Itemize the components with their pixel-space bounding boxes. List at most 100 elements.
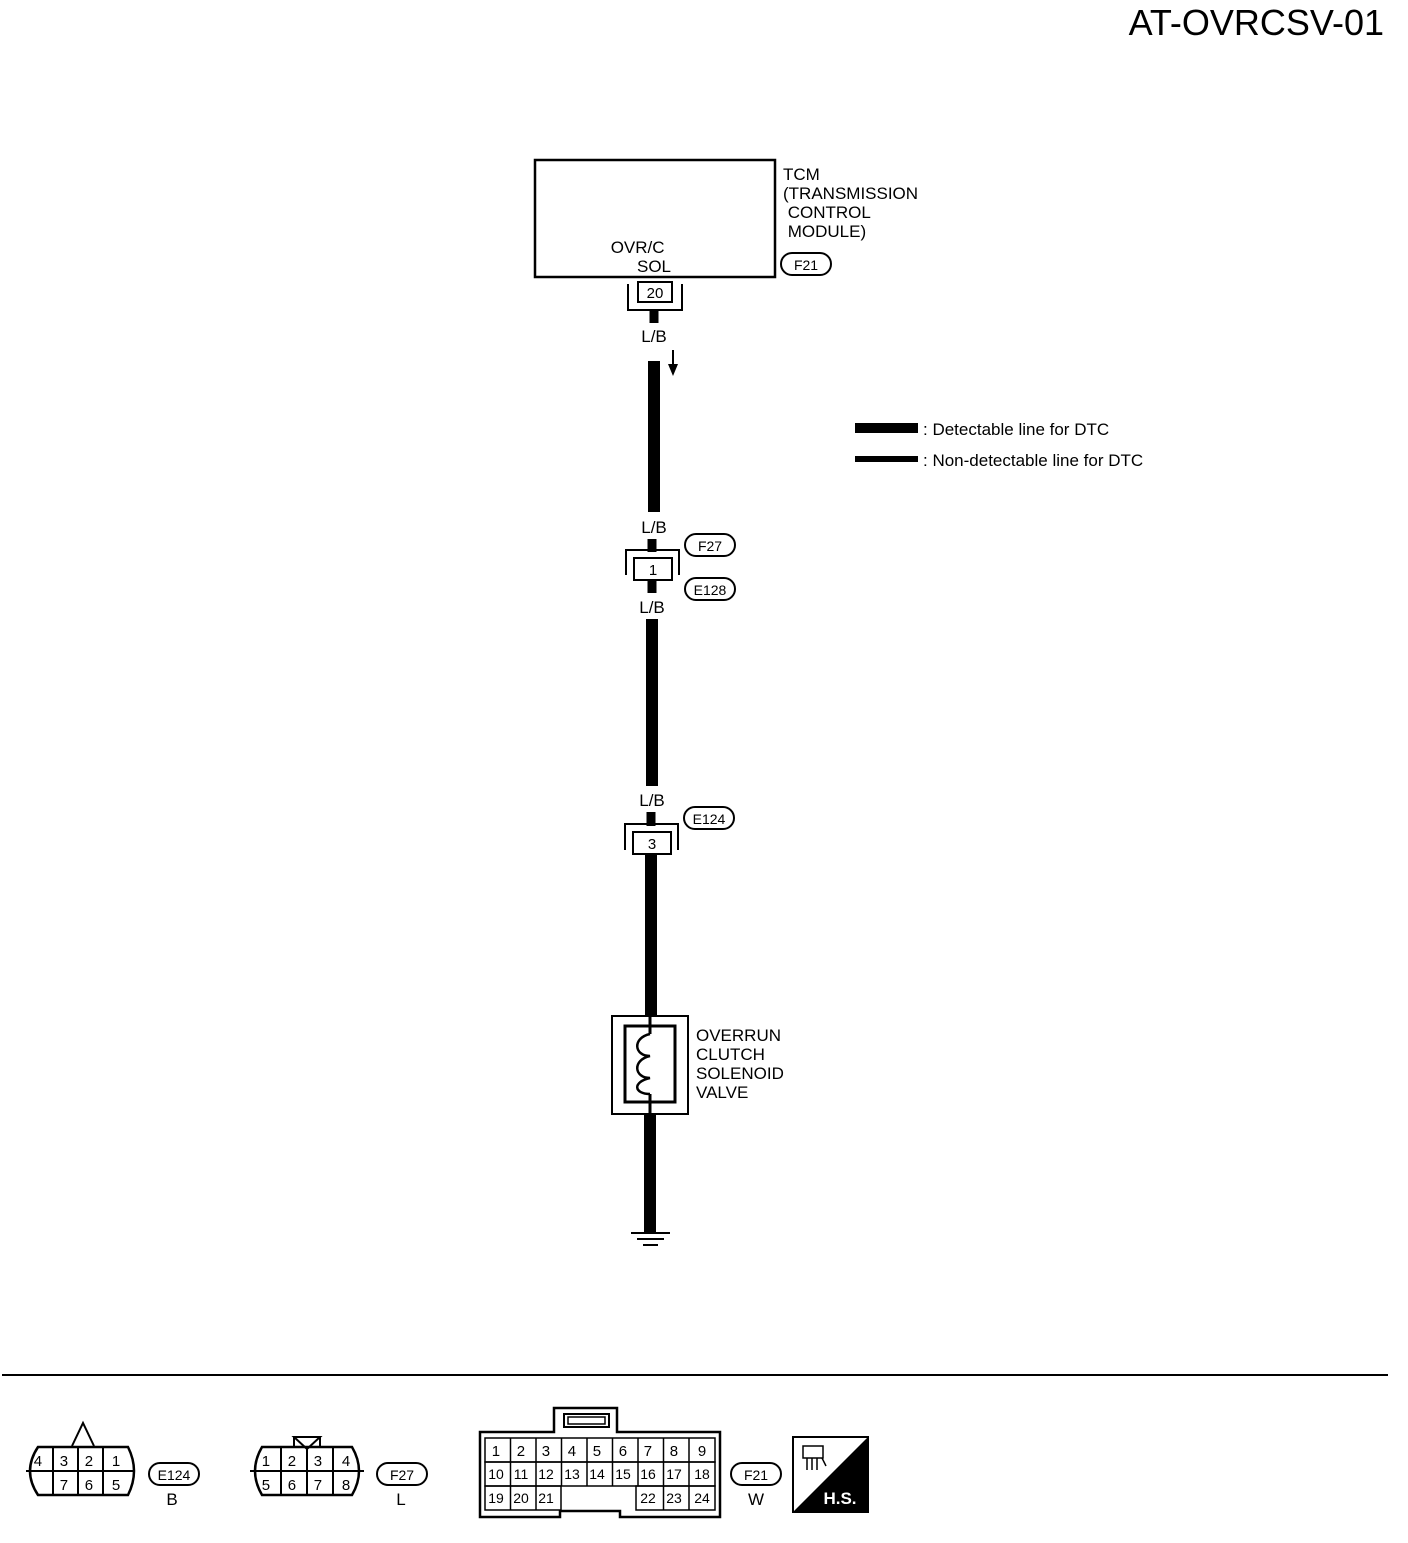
tcm-connector-id: F21: [794, 257, 818, 273]
e124-view-color: B: [166, 1490, 177, 1509]
f21-pin: 14: [589, 1466, 605, 1482]
f21-pin: 24: [694, 1490, 710, 1506]
hs-badge: H.S.: [792, 1436, 869, 1513]
solenoid-coil: [636, 1032, 651, 1096]
tcm-name-line-3: CONTROL: [783, 203, 870, 222]
joint-lower-badge: [684, 577, 736, 601]
e124-pin: 6: [85, 1477, 93, 1494]
solenoid-name-line-2: CLUTCH: [696, 1045, 765, 1064]
f21-pin: 20: [513, 1490, 529, 1506]
tcm-terminal-line-1: OVR/C: [611, 238, 665, 257]
e124-pin: 1: [112, 1453, 120, 1470]
solenoid-name: OVERRUN CLUTCH SOLENOID VALVE: [696, 1026, 789, 1102]
wire-color-label-3: L/B: [639, 598, 665, 617]
f27-pin: 7: [314, 1477, 322, 1494]
tcm-name-line-2: (TRANSMISSION: [783, 184, 918, 203]
e124-bottom-pins: 7 6 5: [60, 1477, 120, 1494]
solenoid-inner-box: [623, 1024, 677, 1104]
tcm-terminal-line-2: SOL: [637, 257, 671, 276]
solenoid-name-line-3: SOLENOID: [696, 1064, 784, 1083]
connector-harness-icon: [802, 1445, 827, 1470]
tcm-name-line-1: TCM: [783, 165, 820, 184]
joint-upper-id: F27: [698, 538, 722, 554]
f27-top-pins: 1 2 3 4: [262, 1453, 350, 1470]
e124-pin: 5: [112, 1477, 120, 1494]
f21-view-color: W: [748, 1490, 764, 1509]
f21-view-id: F21: [744, 1467, 768, 1483]
f21-pin: 1: [492, 1443, 500, 1460]
f27-pin: 4: [342, 1453, 350, 1470]
f27-pin: 2: [288, 1453, 296, 1470]
solenoid-connector-id: E124: [693, 811, 726, 827]
legend-detectable-swatch: [855, 423, 918, 433]
f27-pin: 3: [314, 1453, 322, 1470]
f27-pin: 6: [288, 1477, 296, 1494]
f27-pin: 8: [342, 1477, 350, 1494]
f21-row1: 1 2 3 4 5 6 7 8 9: [492, 1443, 706, 1460]
f21-pin: 2: [517, 1443, 525, 1460]
tcm-name-line-4: MODULE): [783, 222, 866, 241]
tcm-box: [533, 158, 777, 279]
solenoid-connector-bracket: [624, 823, 679, 850]
f27-view-id: F27: [390, 1467, 414, 1483]
tcm-name: TCM (TRANSMISSION CONTROL MODULE): [783, 165, 923, 241]
legend-detectable-text: : Detectable line for DTC: [923, 420, 1109, 439]
f27-bottom-pins: 5 6 7 8: [262, 1477, 350, 1494]
f21-row2: 10 11 12 13 14 15 16 17 18: [488, 1466, 710, 1482]
f21-pin: 10: [488, 1466, 504, 1482]
f27-pin: 5: [262, 1477, 270, 1494]
f21-pin: 22: [640, 1490, 656, 1506]
tcm-connector-badge: [780, 252, 832, 276]
f21-pin: 6: [619, 1443, 627, 1460]
f21-pin: 8: [670, 1443, 678, 1460]
f21-pin-grid: [484, 1437, 716, 1511]
signal-arrow-head: [668, 364, 678, 376]
joint-lower-id: E128: [694, 582, 727, 598]
wire-color-label-2: L/B: [641, 518, 667, 537]
solenoid-name-line-4: VALVE: [696, 1083, 748, 1102]
f21-row3: 19 20 21 22 23 24: [488, 1490, 710, 1506]
joint-upper-badge: [684, 533, 736, 557]
joint-pin-label: 1: [649, 562, 657, 579]
f21-pin: 17: [666, 1466, 682, 1482]
e124-pin: 2: [85, 1453, 93, 1470]
pin-20-label: 20: [647, 285, 664, 302]
e124-pin: 7: [60, 1477, 68, 1494]
legend-non-detectable-text: : Non-detectable line for DTC: [923, 451, 1143, 470]
solenoid-pin-box: [632, 831, 672, 855]
f27-view-color: L: [396, 1490, 405, 1509]
f21-pin: 11: [514, 1466, 529, 1482]
f21-pin: 7: [644, 1443, 652, 1460]
f21-pin: 4: [568, 1443, 576, 1460]
solenoid-connector-badge: [683, 806, 735, 830]
f21-pin: 9: [698, 1443, 706, 1460]
solenoid-pin-label: 3: [648, 836, 656, 853]
hs-badge-text: H.S.: [823, 1489, 856, 1508]
joint-connector-bracket: [625, 549, 680, 575]
f21-connector-view: 1 2 3 4 5 6 7 8 9 10 11 12 13 14 15 16 1…: [478, 1406, 782, 1519]
f27-pin: 1: [262, 1453, 270, 1470]
e124-top-pins: 4 3 2 1: [34, 1453, 120, 1470]
wire-color-label-1: L/B: [641, 327, 667, 346]
f21-pin: 15: [615, 1466, 631, 1482]
e124-view-id: E124: [158, 1467, 191, 1483]
f21-pin: 13: [564, 1466, 580, 1482]
solenoid-name-line-1: OVERRUN: [696, 1026, 781, 1045]
legend-non-detectable-swatch: [855, 456, 918, 462]
tcm-terminal-label: OVR/C SOL: [611, 238, 671, 276]
f21-pin: 16: [640, 1466, 656, 1482]
f21-pin: 21: [538, 1490, 554, 1506]
f21-pin: 5: [593, 1443, 601, 1460]
wire-color-label-4: L/B: [639, 791, 665, 810]
f27-connector-view: 1 2 3 4 5 6 7 8 F27 L: [250, 1436, 428, 1509]
e124-connector-view: 4 3 2 1 7 6 5 E124 B: [26, 1420, 200, 1509]
f21-pin: 18: [694, 1466, 710, 1482]
f21-pin: 3: [542, 1443, 550, 1460]
e124-pin: 3: [60, 1453, 68, 1470]
f21-pin: 12: [538, 1466, 554, 1482]
pin-20-box: [637, 281, 673, 303]
f21-pin: 23: [666, 1490, 682, 1506]
f21-pin: 19: [488, 1490, 504, 1506]
